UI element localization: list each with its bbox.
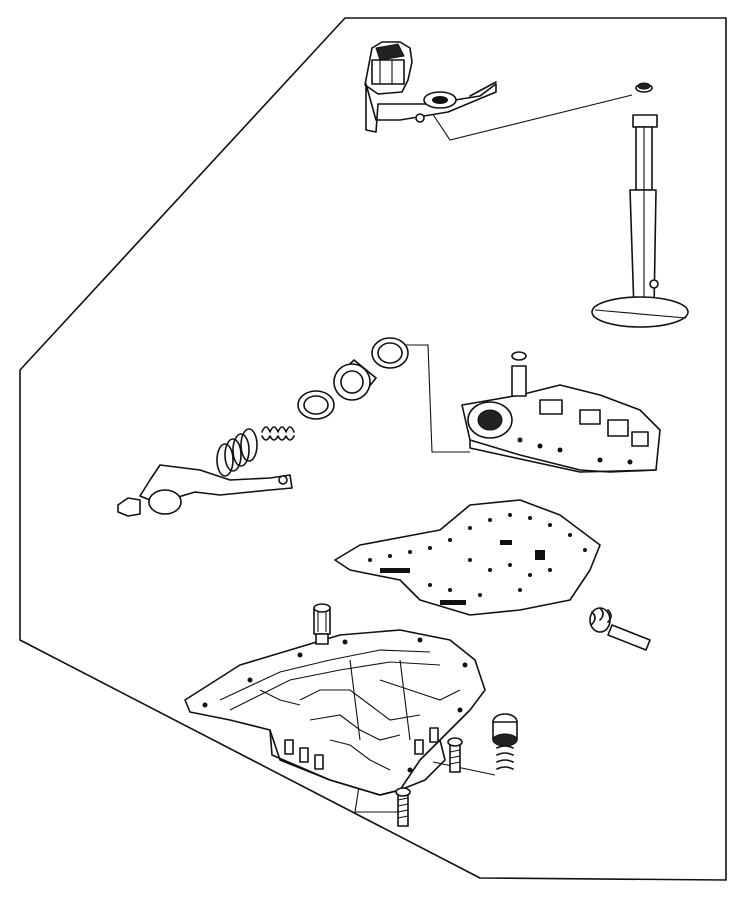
lower-valve-body-channels	[219, 649, 461, 771]
spring-large	[216, 428, 258, 477]
accumulator-ring-1	[297, 390, 335, 420]
diagram-boundary	[19, 17, 727, 881]
detent-lever	[117, 464, 293, 517]
separator-plate-holes	[368, 513, 587, 605]
bolt-2	[395, 787, 411, 827]
spring-small	[261, 426, 295, 441]
plug	[589, 607, 651, 651]
accumulator-ring-2	[371, 337, 409, 369]
check-valve	[492, 713, 518, 770]
manual-valve-shaft	[591, 82, 689, 328]
solenoid-bracket	[364, 41, 497, 133]
filter-screen	[313, 603, 331, 645]
accumulator-piston	[333, 359, 377, 401]
separator-plate	[334, 499, 601, 616]
upper-valve-body	[461, 351, 661, 473]
lower-valve-body	[184, 629, 486, 796]
bolt-1	[447, 737, 463, 773]
